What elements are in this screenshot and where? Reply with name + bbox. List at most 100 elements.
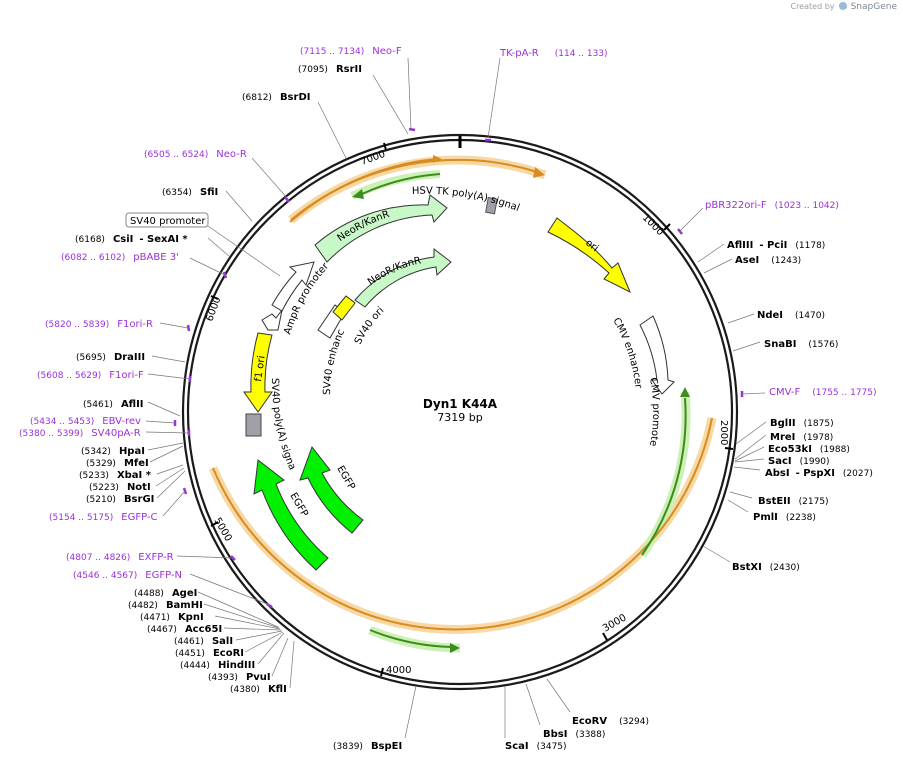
tick-mark-5000 [210, 521, 219, 527]
sv40-promoter-box [125, 212, 209, 228]
primer-label-f1ori-f: (5608 .. 5629)F1ori-F [37, 370, 144, 381]
leader-primer-egfp-n [189, 573, 271, 606]
primer-mark-neo-r [284, 196, 290, 203]
site-label-sali: (4461)SalI [174, 636, 233, 647]
primer-label-egfp-n: (4546 .. 4567)EGFP-N [73, 570, 182, 581]
egfp-inner-label: EGFP [334, 464, 356, 492]
site-label-eco53ki: Eco53kI(1988) [768, 444, 850, 455]
site-label-asei: AseI(1243) [735, 255, 801, 266]
egfp-outer-arrow [253, 459, 329, 571]
leader-primer-sv40pa-r [145, 431, 190, 434]
upper-orf-arrowhead [533, 167, 545, 178]
leader-csii [207, 237, 231, 258]
leader-lines [145, 57, 767, 739]
tick-marks [210, 142, 734, 677]
leader-primer-neo-r [251, 157, 289, 200]
primer-mark-f1ori-r [186, 324, 191, 332]
leader-mfei [149, 445, 184, 463]
primer-label-tk-pa-r: TK-pA-R(114 .. 133) [499, 48, 608, 59]
site-label-ecori: (4451)EcoRI [175, 648, 244, 659]
f1-ori-label: f1 ori [253, 355, 268, 382]
primer-mark-neo-f [408, 127, 416, 132]
site-label-hpai: (5342)HpaI [81, 446, 145, 457]
tick-mark-4000 [380, 667, 384, 677]
site-label-bamhi: (4482)BamHI [128, 600, 203, 611]
sv40-ori-shape [332, 295, 356, 321]
primer-label-exfp-r: (4807 .. 4826)EXFP-R [66, 552, 174, 563]
backbone-outer-circle [181, 133, 739, 691]
leader-pmli [727, 499, 749, 513]
leader-primer-f1ori-f [147, 373, 191, 380]
primer-label-f1ori-r: (5820 .. 5839)F1ori-R [45, 319, 153, 330]
neo-inner-arrow [354, 247, 452, 308]
leader-bspei [404, 685, 417, 739]
leader-bstxi [702, 545, 731, 563]
leader-primer-exfp-r [176, 555, 234, 559]
site-label-kpni: (4471)KpnI [140, 612, 204, 623]
site-label-bsrdi: (6812)BsrDI [242, 92, 310, 103]
site-label-afliii: AflIII- PciI(1178) [727, 240, 825, 251]
leader-mrei [734, 434, 767, 460]
leader-saci [734, 458, 765, 463]
upper-green-arrowhead [352, 189, 364, 199]
leader-pvui [271, 637, 289, 677]
site-label-snabi: SnaBI(1576) [764, 339, 838, 350]
leader-hpai [147, 442, 184, 451]
green-orf-lines [352, 173, 690, 653]
leader-draiii [151, 355, 186, 363]
primer-label-sv40pa-r: (5380 .. 5399)SV40pA-R [19, 428, 141, 439]
backbone [181, 133, 739, 691]
site-label-bbsi: BbsI(3388) [543, 729, 605, 740]
site-label-aflii: (5461)AflII [83, 399, 144, 410]
leader-ecori [244, 631, 284, 653]
leader-bamhi [203, 603, 280, 629]
site-label-absi: AbsI- PspXI(2027) [765, 468, 873, 479]
site-label-kfli: (4380)KflI [230, 684, 287, 695]
sv40-ori-label: SV40 ori [353, 305, 387, 346]
site-label-draiii: (5695)DraIII [76, 352, 145, 363]
tick-mark-1000 [663, 223, 671, 231]
leader-noti [155, 467, 185, 487]
site-label-sfii: (6354)SfiI [162, 187, 218, 198]
primer-label-cmv-f: CMV-F(1755 .. 1775) [769, 387, 877, 398]
sv40-polya-box [245, 413, 262, 437]
tick-mark-6000 [210, 295, 219, 300]
primer-labels: (7115 .. 7134)Neo-F TK-pA-R(114 .. 133) … [19, 46, 877, 581]
upper-green-line [361, 173, 441, 195]
leader-primer-f1ori-r [159, 322, 189, 329]
leader-kpni [214, 615, 281, 630]
tick-mark-3000 [602, 632, 608, 641]
primer-label-egfp-c: (5154 .. 5175)EGFP-C [49, 512, 158, 523]
site-label-ecorv: EcoRV(3294) [572, 716, 649, 727]
leader-sali [235, 630, 283, 641]
leader-ecorv [546, 678, 571, 713]
leader-primer-cmv-f [741, 392, 766, 395]
site-label-bspei: (3839)BspEI [333, 741, 402, 752]
lower-orf-line [212, 417, 713, 631]
site-label-pmli: PmlI(2238) [753, 512, 816, 523]
site-label-hindiii: (4444)HindIII [180, 660, 255, 671]
sv40-promoter-small-arrow [261, 309, 283, 331]
leader-hindiii [257, 632, 285, 665]
lower-green-arrowhead [450, 643, 460, 653]
leader-eco53ki [734, 446, 765, 462]
tick-label-3000: 3000 [601, 612, 629, 634]
leader-xbai [156, 464, 184, 475]
lower-green-line [369, 629, 453, 648]
upper-orf-inner-line [289, 158, 437, 223]
primer-label-pbr322ori-f: pBR322ori-F(1023 .. 1042) [705, 200, 839, 211]
leader-agei [197, 591, 279, 628]
site-labels: (7095)RsrII (6812)BsrDI (6354)SfiI (6168… [75, 64, 873, 752]
tick-mark-7000 [383, 142, 387, 151]
snapgene-logo-icon [839, 2, 848, 10]
site-label-mfei: (5329)MfeI [86, 458, 149, 469]
leader-primer-pbabe-3 [189, 257, 226, 276]
site-label-noti: (5223)NotI [89, 482, 151, 493]
right-green-line [641, 397, 687, 556]
site-label-bstxi: BstXI(2430) [732, 562, 800, 573]
tick-label-4000: 4000 [386, 665, 411, 676]
site-label-agei: (4488)AgeI [134, 588, 197, 599]
site-label-ndei: NdeI(1470) [757, 310, 825, 321]
tick-label-2000: 2000 [718, 420, 729, 445]
